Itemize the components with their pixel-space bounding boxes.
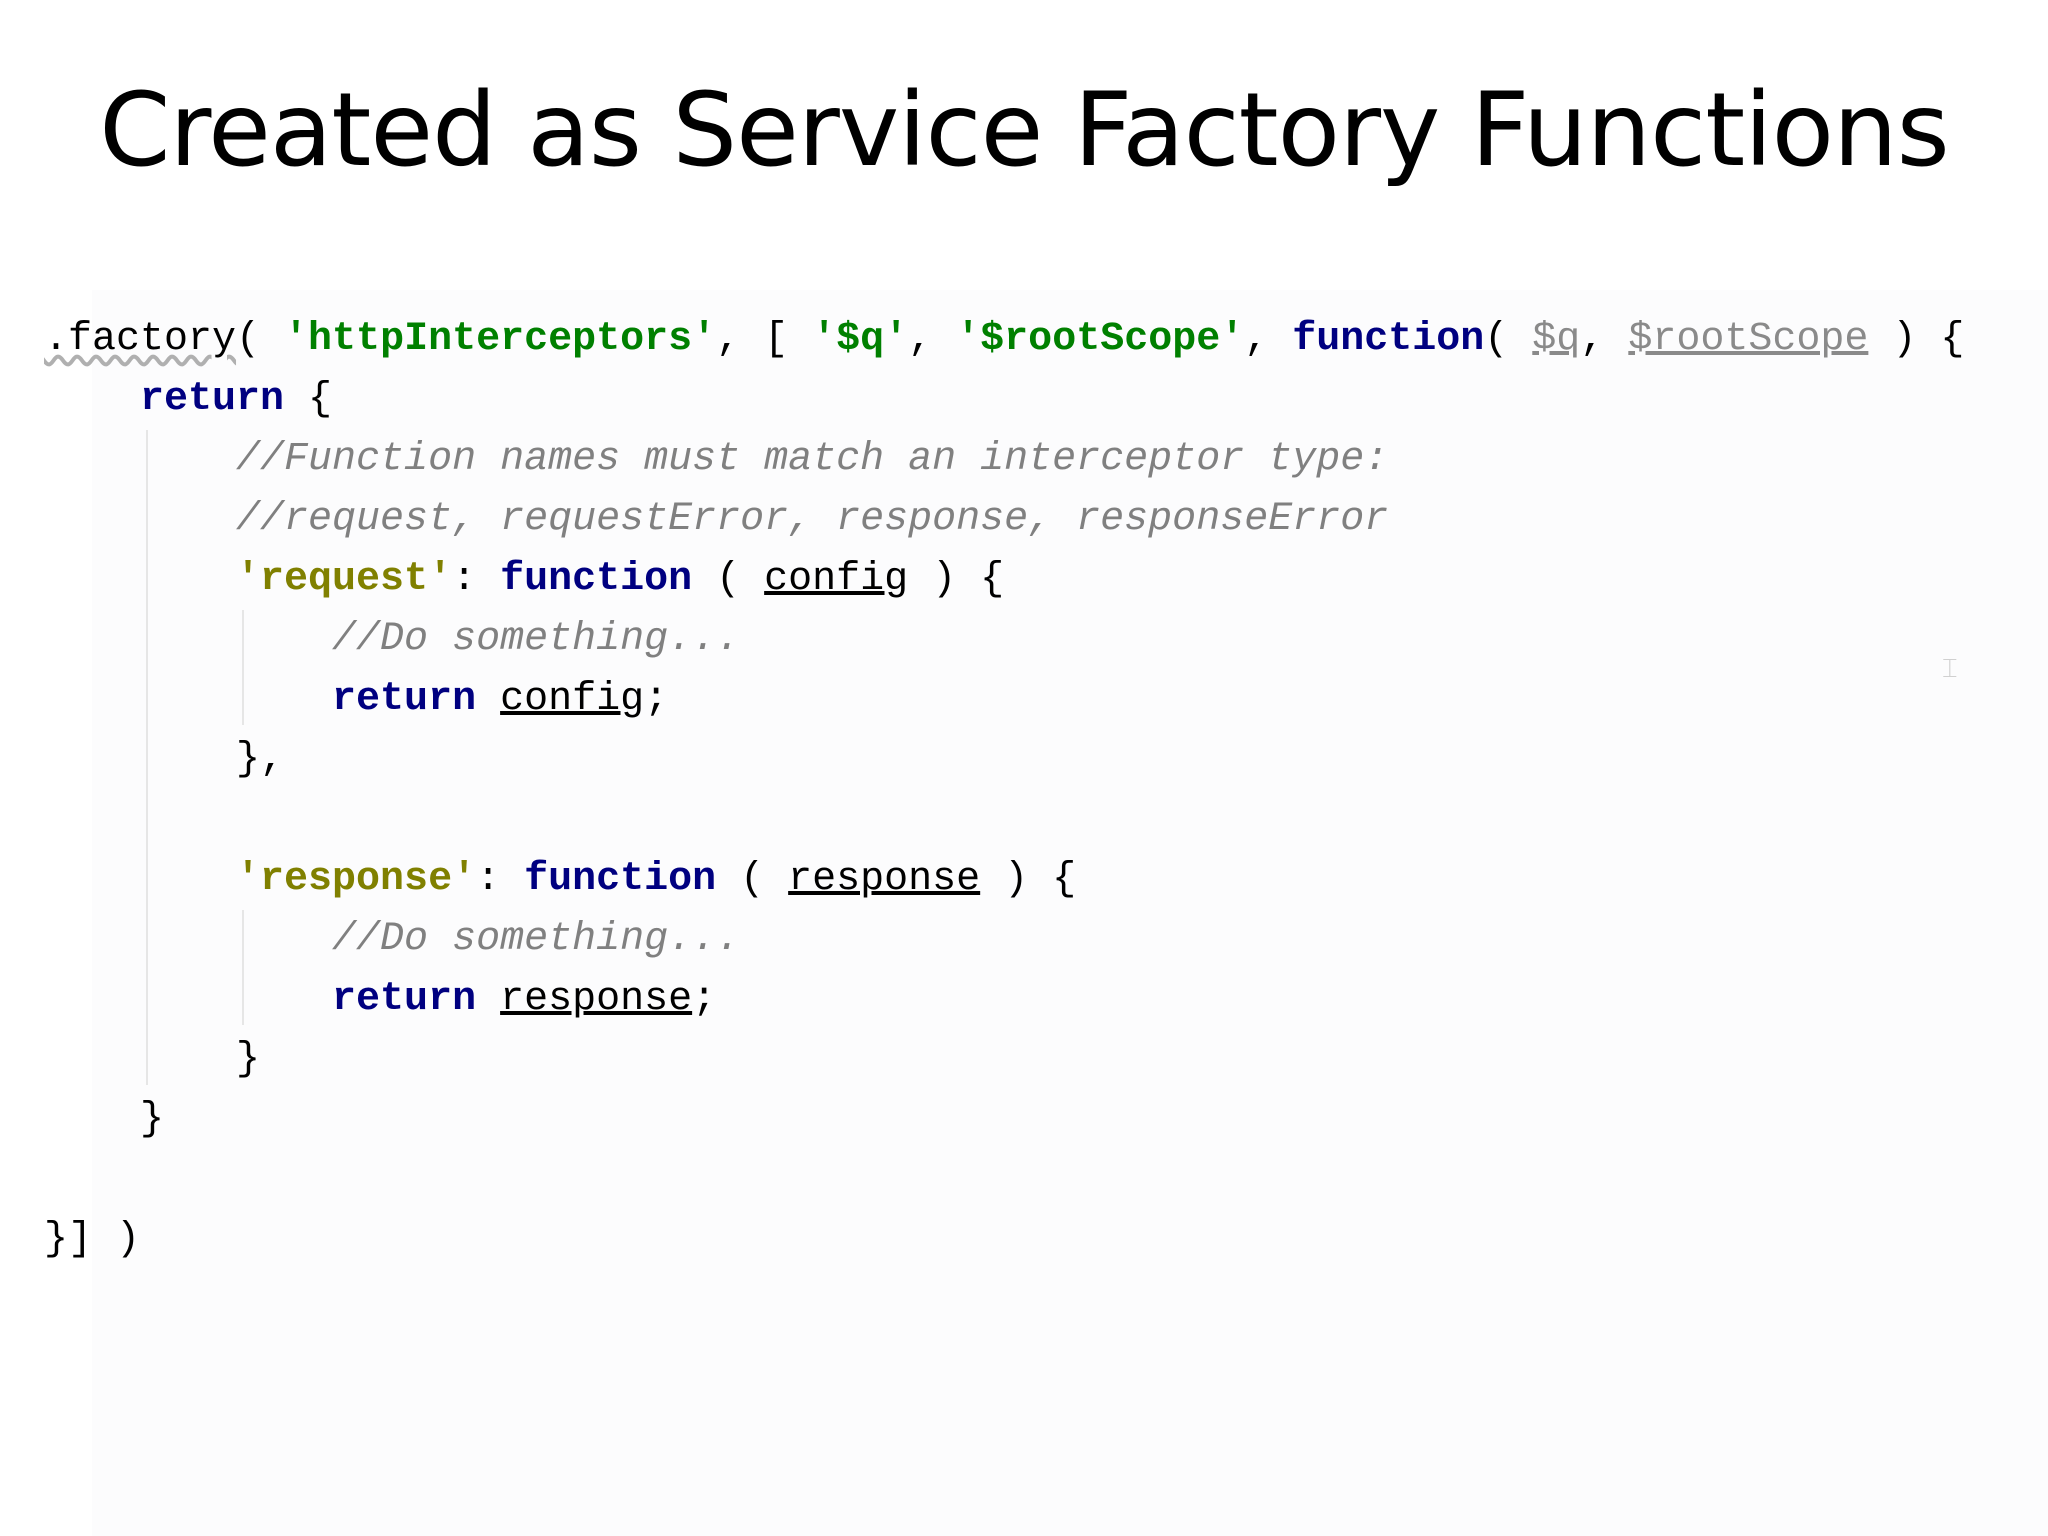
- comment: //Do something...: [332, 917, 741, 962]
- code-line-3: //Function names must match an intercept…: [44, 430, 2034, 490]
- request-key: 'request': [236, 557, 453, 602]
- code-line-6: //Do something...: [44, 610, 2034, 670]
- dependency-rootscope-string: '$rootScope': [956, 317, 1245, 362]
- function-keyword: function: [500, 557, 693, 602]
- function-keyword: function: [524, 857, 717, 902]
- code-line-10: 'response': function ( response ) {: [236, 857, 1077, 902]
- code-line-9: [44, 790, 2034, 850]
- code-panel: [92, 290, 2048, 1536]
- factory-call: .factory: [44, 317, 237, 362]
- param-q: $q: [1532, 317, 1581, 362]
- return-keyword: return: [332, 677, 477, 722]
- return-keyword: return: [140, 377, 285, 422]
- code-line-2: return {: [140, 377, 333, 422]
- return-keyword: return: [332, 977, 477, 1022]
- comment: //Function names must match an intercept…: [236, 437, 1389, 482]
- code-line-11: //Do something...: [44, 910, 2034, 970]
- comment: //Do something...: [332, 617, 741, 662]
- module-name-string: 'httpInterceptors': [284, 317, 717, 362]
- dependency-q-string: '$q': [812, 317, 909, 362]
- param-rootscope: $rootScope: [1628, 317, 1869, 362]
- code-line-4: //request, requestError, response, respo…: [44, 490, 2034, 550]
- indent-guide-response-fn: [242, 910, 244, 1025]
- text-cursor-icon: ⌶: [1942, 654, 1958, 684]
- return-response: response: [500, 977, 693, 1022]
- code-block: .factory( 'httpInterceptors', [ '$q', '$…: [44, 310, 2034, 1270]
- comment: //request, requestError, response, respo…: [236, 497, 1389, 542]
- indent-guide-request-fn: [242, 610, 244, 725]
- function-keyword: function: [1292, 317, 1485, 362]
- code-line-13: }: [236, 1037, 261, 1082]
- code-line-1: .factory( 'httpInterceptors', [ '$q', '$…: [44, 317, 1965, 362]
- code-line-7: return config;: [332, 677, 669, 722]
- param-config: config: [764, 557, 909, 602]
- code-line-8: },: [236, 737, 285, 782]
- response-key: 'response': [236, 857, 477, 902]
- param-response: response: [788, 857, 981, 902]
- code-line-12: return response;: [332, 977, 717, 1022]
- return-config: config: [500, 677, 645, 722]
- code-line-14: }: [140, 1097, 165, 1142]
- code-line-15: [44, 1150, 2034, 1210]
- code-line-16: }] ): [44, 1217, 141, 1262]
- indent-guide-return-block: [146, 430, 148, 1085]
- slide-title: Created as Service Factory Functions: [99, 71, 1950, 190]
- code-line-5: 'request': function ( config ) {: [236, 557, 1005, 602]
